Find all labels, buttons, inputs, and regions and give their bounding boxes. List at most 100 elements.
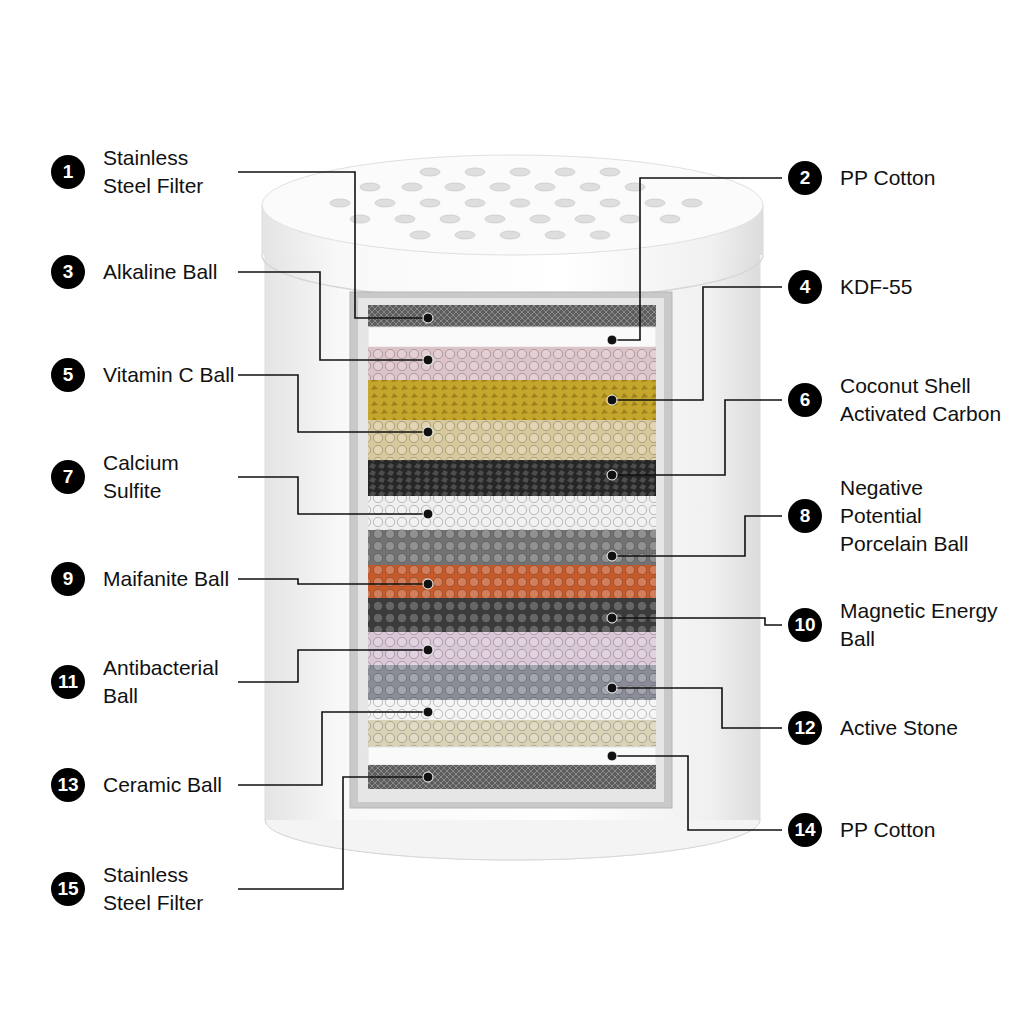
cotton-layer (368, 327, 656, 347)
callout-number: 4 (788, 270, 822, 304)
callout: 8 Negative Potential Porcelain Ball (788, 474, 1010, 558)
lid-hole (535, 183, 555, 191)
leader-line (612, 756, 782, 830)
kdf-layer (368, 380, 656, 420)
lid-top (262, 155, 763, 255)
ball-texture (368, 665, 656, 700)
cylinder-body (265, 240, 760, 860)
leader-dot (423, 509, 433, 519)
leader-dot (423, 772, 433, 782)
lid-hole (375, 199, 395, 207)
leader-dot (607, 613, 617, 623)
lid-hole (420, 199, 440, 207)
part-name: PP Cotton (840, 164, 1010, 192)
flake-texture (368, 380, 656, 420)
maifanite-layer (368, 565, 656, 598)
callout: 14PP Cotton (788, 813, 1010, 847)
leader-dot (423, 707, 433, 717)
ball-texture (368, 632, 656, 665)
magnetic-layer (368, 598, 656, 632)
lid-hole (410, 231, 430, 239)
lid-hole (545, 231, 565, 239)
cutaway-frame (350, 292, 672, 808)
leader-line (612, 516, 782, 556)
lid-hole (500, 231, 520, 239)
lid-hole (660, 215, 680, 223)
cutaway-window (350, 292, 672, 808)
leader-line (238, 172, 428, 318)
callout-number: 5 (51, 358, 85, 392)
part-name: Calcium Sulfite (103, 449, 238, 505)
carbon-texture (368, 460, 656, 496)
lid-hole (645, 199, 665, 207)
part-name: PP Cotton (840, 816, 1010, 844)
callout-number: 1 (51, 155, 85, 189)
ball-texture (368, 420, 656, 460)
lid-hole (360, 183, 380, 191)
cotton-layer (368, 747, 656, 765)
callout-number: 8 (788, 499, 822, 533)
part-name: Vitamin C Ball (103, 361, 238, 389)
lid-hole (485, 215, 505, 223)
lid-hole (682, 199, 702, 207)
callout: 10 Magnetic Energy Ball (788, 597, 1010, 653)
leader-dot (607, 395, 617, 405)
part-name: Coconut Shell Activated Carbon (840, 372, 1010, 428)
callout: 11 Antibacterial Ball (51, 654, 238, 710)
lid-hole (590, 231, 610, 239)
part-name: Alkaline Ball (103, 258, 238, 286)
lid-hole (575, 215, 595, 223)
lid-hole (402, 183, 422, 191)
callout-number: 9 (51, 562, 85, 596)
cylinder-wall (265, 240, 760, 820)
steel-mesh-layer (368, 305, 656, 327)
alkaline-layer (368, 347, 656, 380)
filter-layers (368, 305, 656, 789)
leader-line (612, 287, 782, 400)
leader-dot (607, 683, 617, 693)
lid-hole (330, 199, 350, 207)
callout-number: 7 (51, 460, 85, 494)
leader-line (238, 375, 428, 432)
callout: 9Maifanite Ball (51, 562, 238, 596)
lid-hole (600, 168, 620, 176)
lid-hole (620, 215, 640, 223)
leader-line (238, 477, 428, 514)
callout: 13Ceramic Ball (51, 768, 238, 802)
leader-dot (607, 551, 617, 561)
carbon-layer (368, 460, 656, 496)
callout: 5 Vitamin C Ball (51, 358, 238, 392)
vitamin-c-layer (368, 420, 656, 460)
leader-dot (423, 579, 433, 589)
ball-texture (368, 530, 656, 565)
callout-number: 11 (51, 665, 85, 699)
part-name: Antibacterial Ball (103, 654, 238, 710)
leader-line (238, 650, 428, 682)
cylinder-edge (760, 240, 761, 820)
lid-hole (420, 168, 440, 176)
callout-number: 10 (788, 608, 822, 642)
callout: 12Active Stone (788, 711, 1010, 745)
ball-texture (368, 565, 656, 598)
leader-lines (238, 172, 782, 889)
ball-texture (368, 347, 656, 380)
lid-hole (555, 168, 575, 176)
lid-hole (455, 231, 475, 239)
callout: 6Coconut Shell Activated Carbon (788, 372, 1010, 428)
callout-number: 12 (788, 711, 822, 745)
leader-dots (423, 313, 617, 782)
leader-dot (423, 427, 433, 437)
cylinder-wall-front (265, 240, 760, 820)
cylinder-edge (265, 240, 266, 820)
part-name: Negative Potential Porcelain Ball (840, 474, 1010, 558)
lid-hole (465, 168, 485, 176)
callout: 2 PP Cotton (788, 161, 1010, 195)
part-name: Stainless Steel Filter (103, 861, 238, 917)
part-name: Magnetic Energy Ball (840, 597, 1010, 653)
callout-number: 15 (51, 872, 85, 906)
leader-line (238, 777, 428, 889)
callout-number: 2 (788, 161, 822, 195)
callout-number: 13 (51, 768, 85, 802)
lid-hole (580, 183, 600, 191)
